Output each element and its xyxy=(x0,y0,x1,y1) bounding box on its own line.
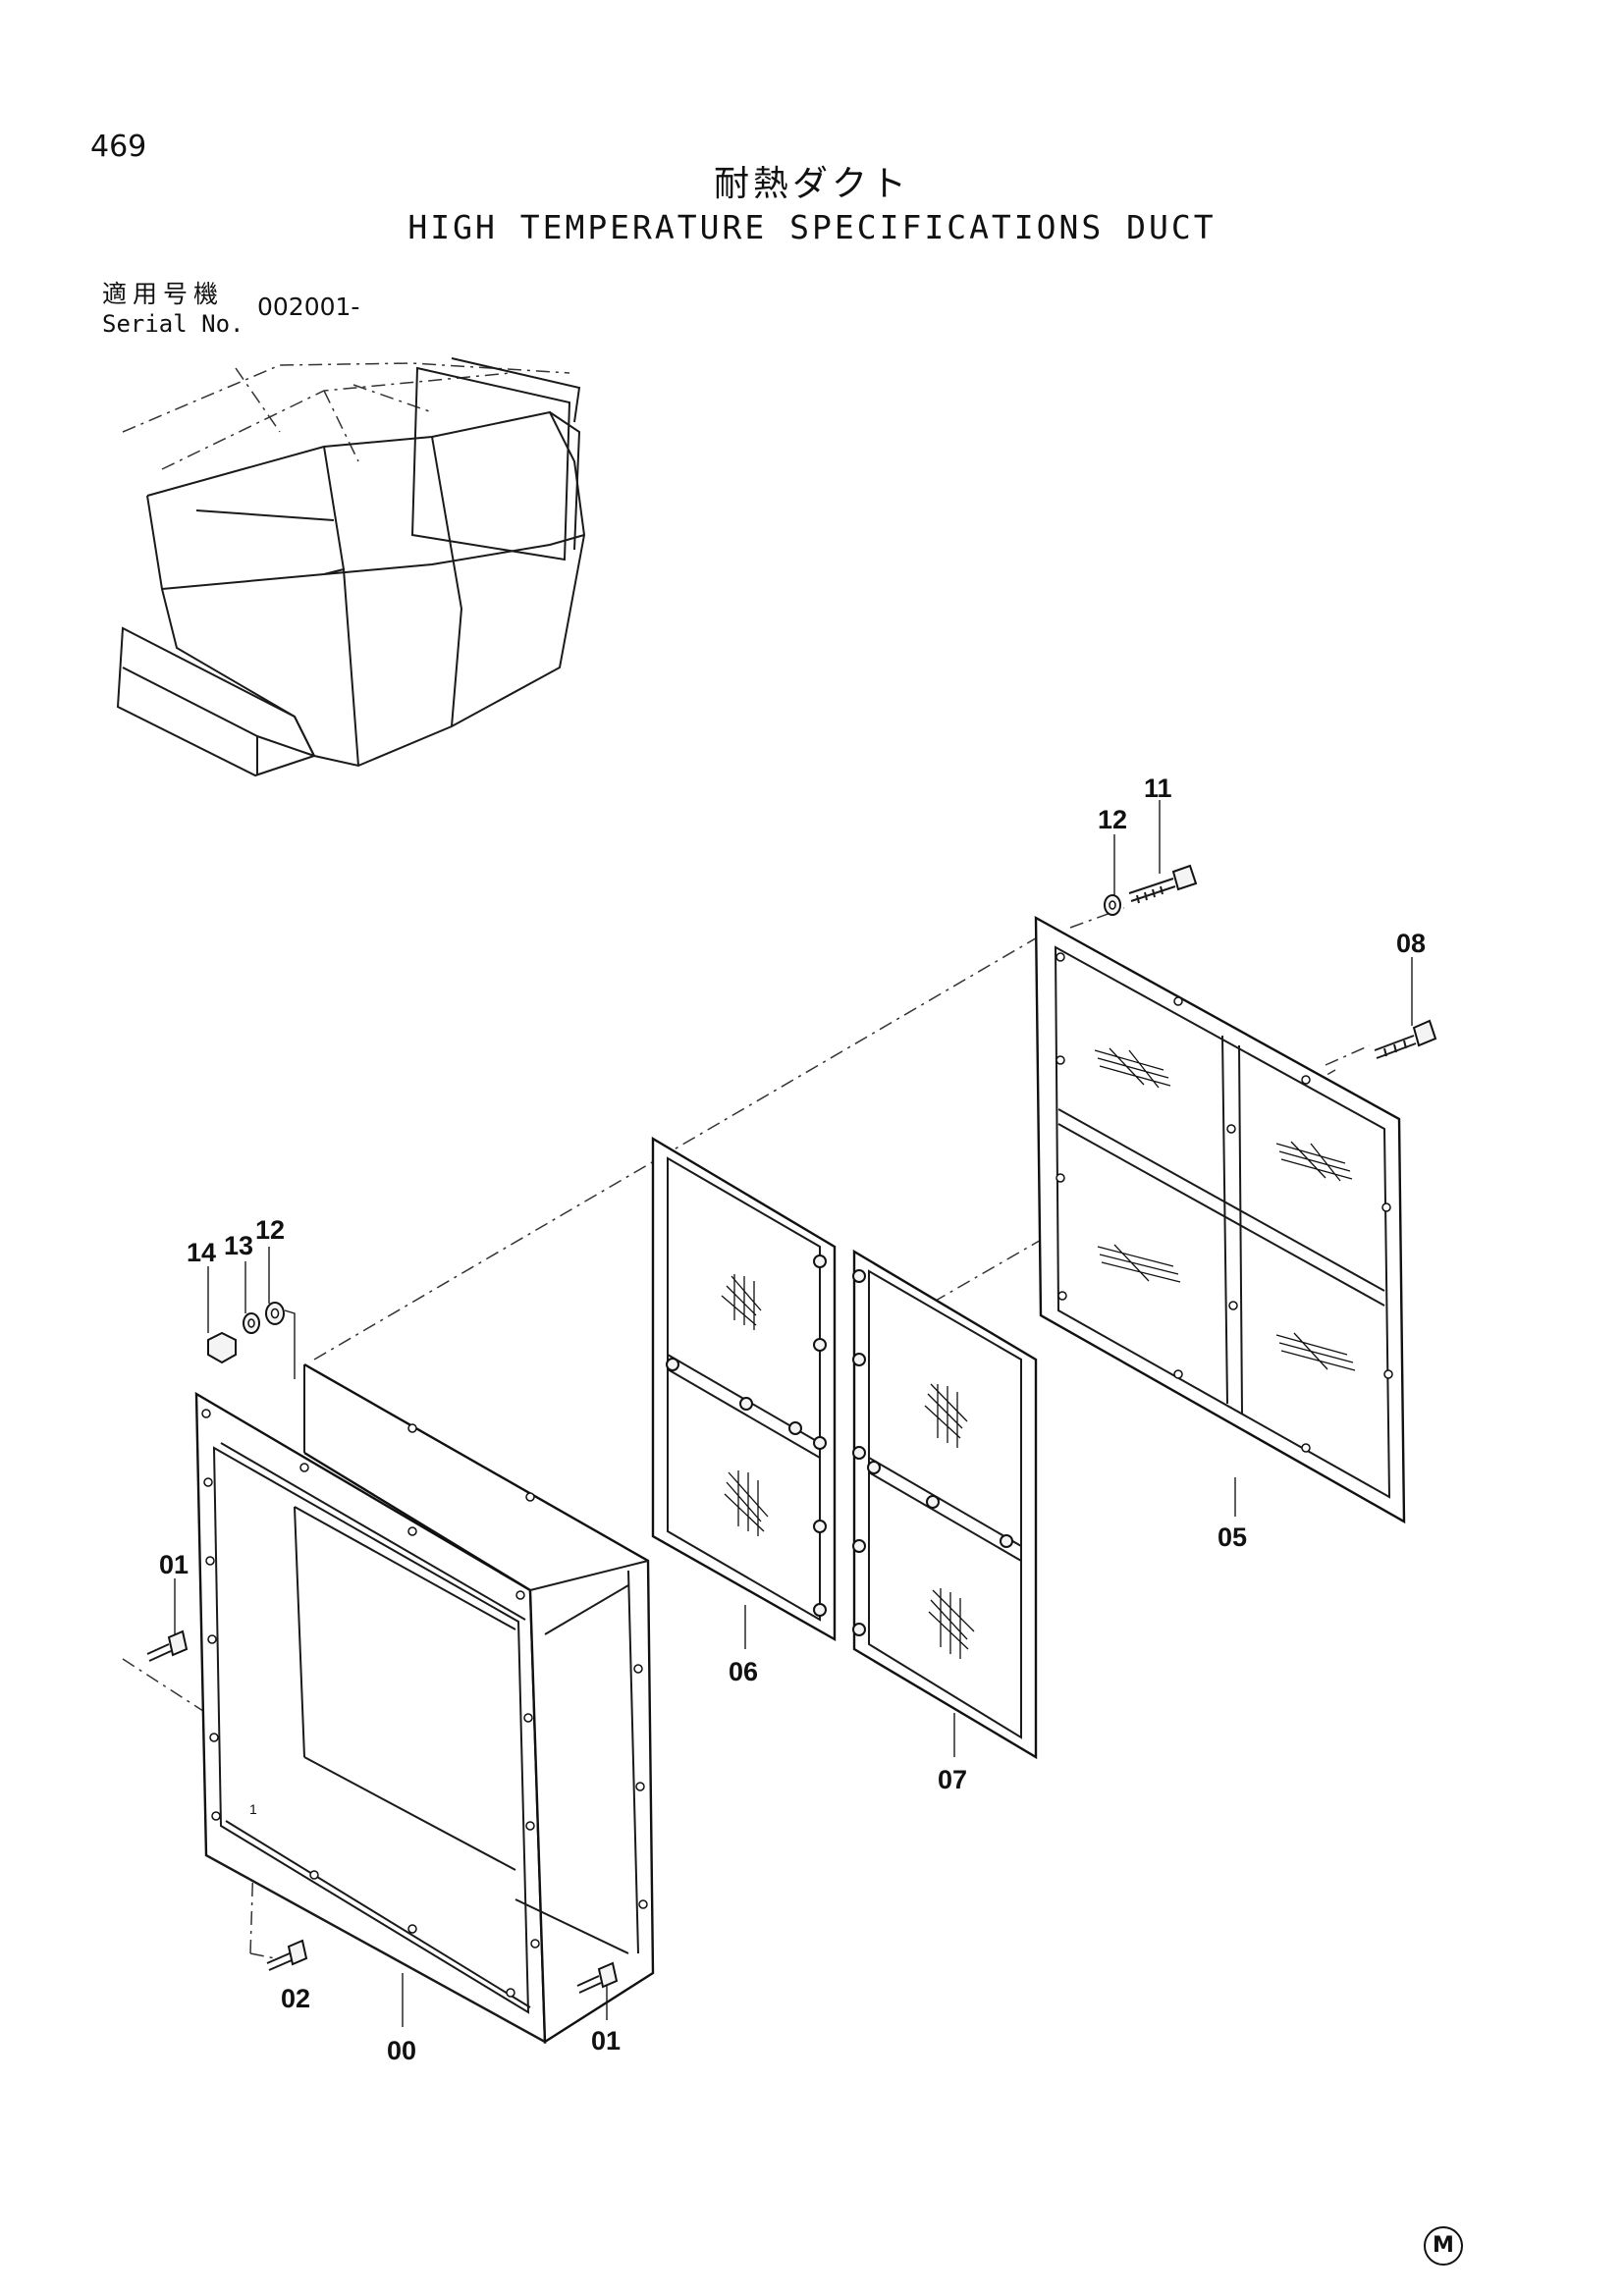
callout-leaders xyxy=(174,800,1413,2027)
fasteners xyxy=(146,864,1437,1994)
callout-11: 11 xyxy=(1144,774,1172,803)
callout-14: 14 xyxy=(187,1238,216,1267)
callout-02: 02 xyxy=(281,1984,310,2013)
callout-01-left: 01 xyxy=(159,1550,189,1579)
page-number: 469 xyxy=(90,130,147,164)
callout-05: 05 xyxy=(1218,1522,1247,1552)
page-title-english: HIGH TEMPERATURE SPECIFICATIONS DUCT xyxy=(407,208,1217,246)
mounting-holes xyxy=(201,952,1393,1998)
duct-frame-part-00 xyxy=(194,1362,655,2045)
callout-07: 07 xyxy=(938,1765,967,1794)
screen-panel-part-06 xyxy=(651,1136,837,1642)
page-title-japanese: 耐熱ダクト xyxy=(713,164,910,204)
serial-label-japanese: 適用号機 xyxy=(102,280,225,308)
screen-panel-part-05 xyxy=(1034,915,1406,1524)
machine-overview-illustration xyxy=(116,357,586,777)
callout-08: 08 xyxy=(1396,929,1426,958)
serial-number-value: 002001- xyxy=(257,293,360,321)
callout-labels: 11 12 08 05 06 07 00 01 01 02 14 13 12 1 xyxy=(159,774,1426,2065)
callout-00: 00 xyxy=(387,2036,416,2065)
callout-small-1: 1 xyxy=(249,1801,257,1817)
callout-01-bottom: 01 xyxy=(591,2026,621,2056)
screen-panel-part-07 xyxy=(852,1249,1038,1760)
callout-12-top: 12 xyxy=(1098,805,1127,834)
callout-06: 06 xyxy=(729,1657,758,1686)
trademark-symbol: M xyxy=(1424,2226,1463,2266)
callout-13: 13 xyxy=(224,1231,253,1260)
callout-12-left: 12 xyxy=(255,1215,285,1245)
serial-label-english: Serial No. xyxy=(102,310,244,338)
